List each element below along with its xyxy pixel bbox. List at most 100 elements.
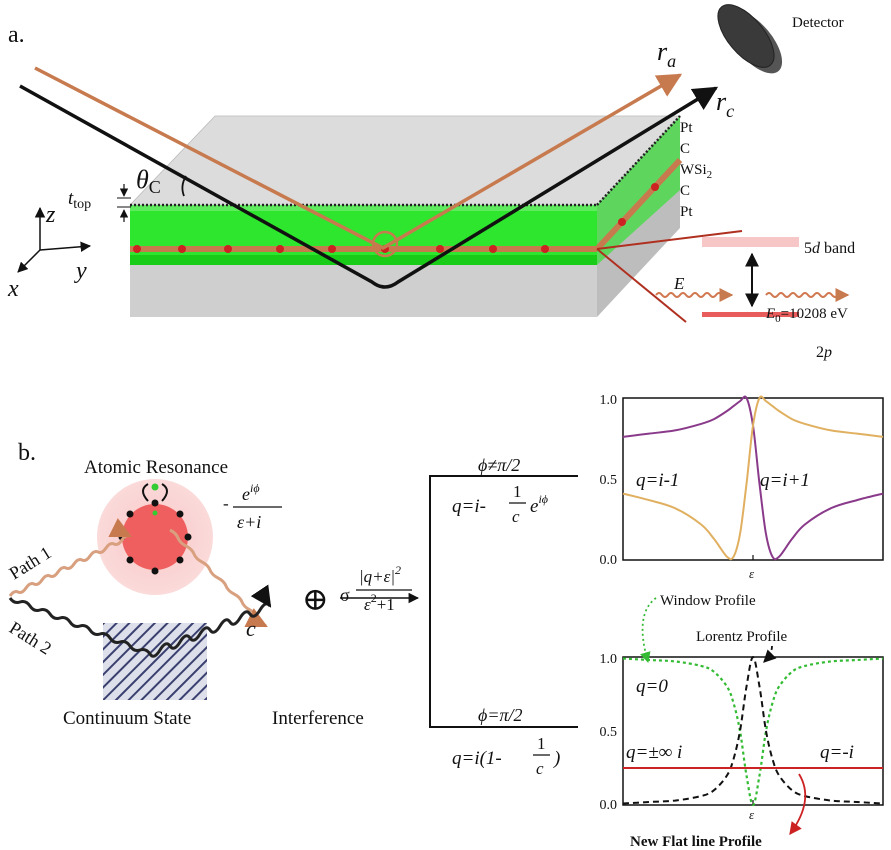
chart-lower: 1.0 0.5 0.0 ε q=0 q=±∞ i q=-i xyxy=(600,652,884,822)
continuum-amplitude-c: c xyxy=(246,616,256,641)
multilayer-slab xyxy=(129,115,683,317)
legend-q-i-plus-1: q=i+1 xyxy=(760,470,810,491)
panel-b-label: b. xyxy=(18,440,36,466)
path1-label: Path 1 xyxy=(6,542,55,583)
svg-text:c: c xyxy=(512,507,520,526)
layer-label-pt-top: Pt xyxy=(680,120,693,136)
window-profile-label: Window Profile xyxy=(660,593,756,609)
lorentz-profile-arrow xyxy=(763,645,777,663)
electron-excite-arrow-right xyxy=(161,483,168,502)
zoom-line-lower xyxy=(596,248,687,323)
photon-e-label: E xyxy=(673,274,685,293)
new-flat-line-label: New Flat line Profile xyxy=(630,834,762,850)
level-2p xyxy=(702,312,799,317)
hole-marker xyxy=(152,510,158,516)
panel-a-label: a. xyxy=(8,22,25,48)
slab-substrate-front xyxy=(130,265,597,317)
theta-arc xyxy=(181,175,187,197)
chart-upper-ytick-1.0: 1.0 xyxy=(600,393,618,408)
photon-e0-label: E0=10208 eV xyxy=(765,306,848,325)
resonance-amplitude: - eiϕ ε+i xyxy=(223,481,282,532)
slab-green-lower xyxy=(130,255,597,265)
band-5d-label: 5d band xyxy=(804,240,855,257)
layer-label-pt-bottom: Pt xyxy=(680,204,693,220)
panel-a: a. xyxy=(7,4,855,361)
panel-b: b. Atomic Resonance Continuum State Path… xyxy=(6,393,884,850)
oplus-symbol: ⊕ xyxy=(302,581,329,617)
svg-text:q=i(1-: q=i(1- xyxy=(452,748,502,769)
chart-lower-ytick-1.0: 1.0 xyxy=(600,652,618,667)
atom-dots xyxy=(133,183,659,253)
atom-highlight-circle xyxy=(371,230,399,258)
path2-wave xyxy=(8,584,272,658)
lower-q-formula: q=i(1- 1 c ) xyxy=(452,734,560,778)
chart-lower-ytick-0.0: 0.0 xyxy=(600,798,618,813)
ray-a-label: ra xyxy=(657,37,676,71)
theta-c-label: θC xyxy=(136,165,161,197)
sigma-denom: ε2+1 xyxy=(364,591,395,614)
window-profile-arrow xyxy=(640,597,657,664)
t-top-label: ttop xyxy=(68,188,91,212)
legend-q-inf: q=±∞ i xyxy=(626,742,682,763)
band-5d-level xyxy=(702,237,799,247)
branch-bracket xyxy=(429,475,578,728)
path1-wave-out xyxy=(169,528,268,628)
chart-lower-ytick-0.5: 0.5 xyxy=(600,725,618,740)
ray-a-beam xyxy=(34,66,683,250)
axis-y-label: y xyxy=(74,258,87,284)
svg-text:1: 1 xyxy=(537,734,546,753)
cross-section-formula: σ |q+ε|2 ε2+1 xyxy=(340,563,412,614)
sigma-symbol: σ xyxy=(340,585,350,605)
axis-z-label: z xyxy=(45,202,56,228)
energy-diagram: 5d band E E0=10208 eV 2p xyxy=(596,230,855,361)
chart-upper: 1.0 0.5 0.0 ε q=i-1 q=i+1 xyxy=(600,393,884,581)
svg-text:c: c xyxy=(536,759,544,778)
continuum-state-label: Continuum State xyxy=(63,708,191,729)
legend-q-i-minus-1: q=i-1 xyxy=(636,470,679,491)
incident-photon-wave xyxy=(655,288,734,302)
detector-icon xyxy=(717,4,783,74)
chart-lower-xlabel: ε xyxy=(749,807,755,822)
amp-minus: - xyxy=(223,494,229,513)
ray-c-label: rc xyxy=(716,87,734,121)
zoom-line-upper xyxy=(596,230,743,250)
svg-text:q=i-: q=i- xyxy=(452,496,486,517)
chart-upper-ytick-0.0: 0.0 xyxy=(600,553,618,568)
path2-label: Path 2 xyxy=(6,617,55,658)
chart-upper-xlabel: ε xyxy=(749,566,755,581)
upper-phi-condition: ϕ≠π/2 xyxy=(478,455,520,475)
electron-excite-arrow-left xyxy=(142,483,149,502)
slab-c-layer xyxy=(130,205,597,211)
level-2p-label: 2p xyxy=(816,344,832,361)
layer-labels: Pt C WSi2 C Pt xyxy=(680,120,712,220)
excited-electron xyxy=(151,483,159,491)
wsi-layer-line-side xyxy=(594,157,683,252)
axis-x-label: x xyxy=(7,276,19,302)
chart-upper-ytick-0.5: 0.5 xyxy=(600,473,618,488)
continuum-state-box xyxy=(103,623,207,700)
atomic-resonance-label: Atomic Resonance xyxy=(84,457,228,478)
sigma-numer: |q+ε|2 xyxy=(359,563,401,586)
atom-core xyxy=(122,504,188,570)
amp-numer: eiϕ xyxy=(242,481,260,504)
legend-q-minus-i: q=-i xyxy=(820,742,854,763)
svg-text:1: 1 xyxy=(513,482,522,501)
layer-label-c-bottom: C xyxy=(680,183,690,199)
legend-q-0: q=0 xyxy=(636,676,668,697)
flat-line-arrow xyxy=(789,773,807,836)
layer-label-wsi: WSi2 xyxy=(680,162,712,181)
layer-label-c-top: C xyxy=(680,141,690,157)
series-q-0 xyxy=(622,657,884,807)
amp-denom: ε+i xyxy=(237,512,261,532)
path1-wave-in xyxy=(8,518,132,597)
series-q-i-plus-1 xyxy=(622,395,884,561)
interference-label: Interference xyxy=(272,708,364,729)
lorentz-profile-label: Lorentz Profile xyxy=(696,629,788,645)
detector-label: Detector xyxy=(792,15,844,31)
top-pt-layer-side xyxy=(596,115,681,206)
upper-q-formula: q=i- 1 c eiϕ xyxy=(452,482,548,526)
svg-text:eiϕ: eiϕ xyxy=(530,492,548,517)
xyz-axes xyxy=(17,206,92,273)
emitted-photon-wave xyxy=(765,288,850,302)
